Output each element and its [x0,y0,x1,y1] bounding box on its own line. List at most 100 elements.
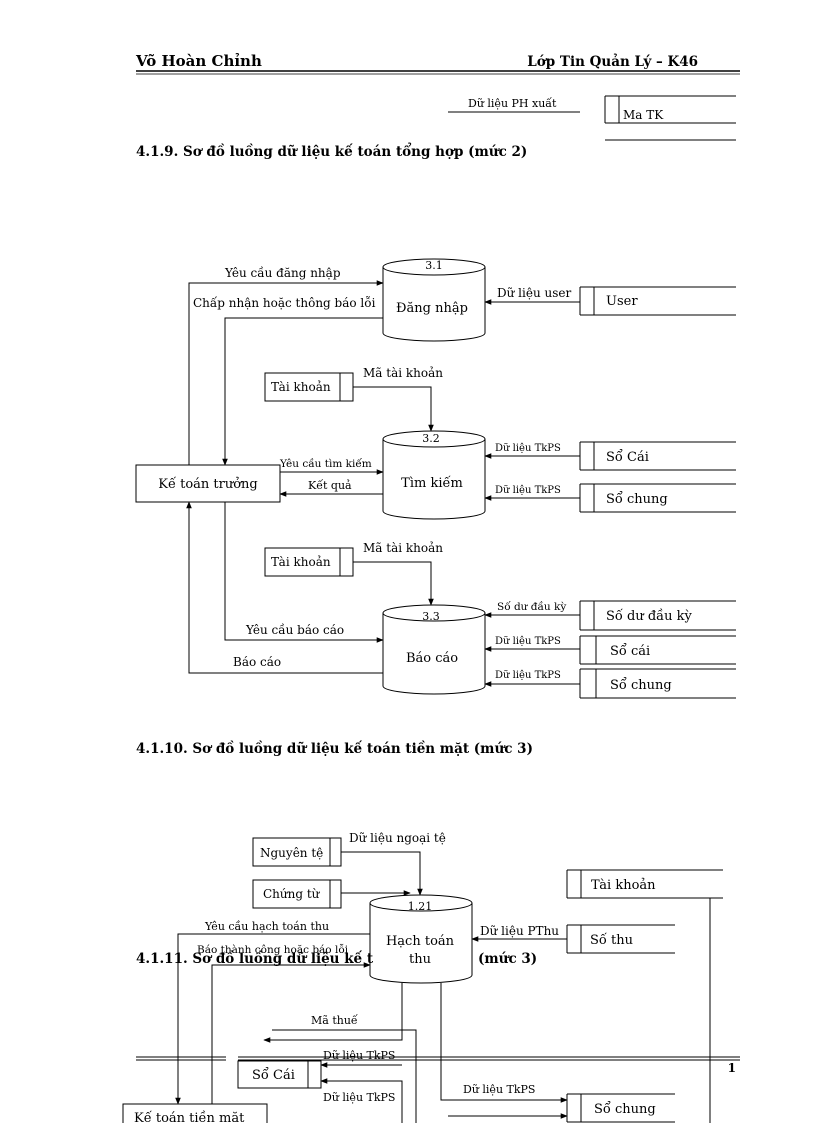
page-footer: 1 [136,1056,740,1075]
flow-dl-tkps-3: Dữ liệu TkPS [484,636,580,652]
store-so-chung-2: Sổ chung [579,668,736,699]
section-title-419: 4.1.9. Sơ đồ luồng dữ liệu kế toán tổng … [136,144,527,160]
svg-text:Chứng từ: Chứng từ [263,887,321,901]
store-so-cai-2: Sổ cái [579,635,736,665]
svg-text:Tìm kiếm: Tìm kiếm [401,475,463,491]
svg-text:Dữ liệu TkPS: Dữ liệu TkPS [323,1049,395,1062]
svg-text:Dữ liệu user: Dữ liệu user [497,286,571,300]
store-tai-khoan-right: Tài khoản [566,869,723,1123]
flow-dl-tkps-2: Dữ liệu TkPS [484,485,580,501]
flow-dl-tkps-cash-1: Dữ liệu TkPS [263,983,403,1068]
section-title-4111-a: 4.1.11. Sơ đồ luồng dữ liệu kế t [136,951,374,967]
store-so-cai-cash: Sổ Cái [237,1060,322,1089]
svg-text:Tài khoản: Tài khoản [271,555,331,569]
svg-text:Đăng nhập: Đăng nhập [396,301,468,316]
svg-text:Kế toán trưởng: Kế toán trưởng [158,476,257,492]
process-3-1-dang-nhap: 3.1 Đăng nhập [382,258,486,342]
flow-dl-user: Dữ liệu user [484,286,580,305]
svg-text:Sổ Cái: Sổ Cái [252,1067,295,1083]
svg-text:Nguyên tệ: Nguyên tệ [260,846,323,860]
svg-text:Kết quả: Kết quả [308,479,352,492]
store-user: User [579,286,736,316]
store-ma-tk: Ma TK [604,95,736,124]
svg-text:Chấp nhận hoặc thông báo lỗi: Chấp nhận hoặc thông báo lỗi [193,295,376,310]
flow-yc-hach-toan: Yêu cầu hạch toán thu [175,920,370,1105]
svg-text:Ma TK: Ma TK [623,108,664,122]
process-1-21-hach-toan-thu: 1.21 Hạch toán thu [369,894,473,984]
store-nguyen-te: Nguyên tệ [252,837,342,867]
svg-text:Sổ chung: Sổ chung [606,491,668,507]
store-so-cai: Sổ Cái [579,441,736,471]
process-3-2-tim-kiem: 3.2 Tìm kiếm [382,430,486,520]
svg-text:Tài khoản: Tài khoản [591,878,656,893]
svg-text:Dữ liệu TkPS: Dữ liệu TkPS [495,443,561,454]
svg-text:Dữ liệu TkPS: Dữ liệu TkPS [323,1091,395,1104]
flow-yc-dang-nhap: Yêu cầu đăng nhập [188,265,384,465]
svg-text:Dữ liệu PThu: Dữ liệu PThu [480,924,559,938]
svg-text:Số thu: Số thu [590,932,633,948]
flow-yc-bao-cao: Yêu cầu báo cáo [224,502,384,643]
section-title-4110: 4.1.10. Sơ đồ luồng dữ liệu kế toán tiền… [136,741,533,757]
svg-text:Báo thành công hoặc báo lỗi: Báo thành công hoặc báo lỗi [197,943,349,956]
svg-text:Mã tài khoản: Mã tài khoản [363,366,443,380]
svg-text:Số dư đầu kỳ: Số dư đầu kỳ [606,608,692,624]
flow-ma-tk-2: Mã tài khoản [353,541,443,606]
flow-bao-thanh-cong: Báo thành công hoặc báo lỗi [197,943,371,1104]
svg-text:Sổ chung: Sổ chung [610,677,672,693]
store-so-chung: Sổ chung [579,483,736,513]
svg-text:Báo cáo: Báo cáo [233,655,281,669]
svg-text:3.1: 3.1 [425,259,443,272]
svg-text:Mã thuế: Mã thuế [311,1014,358,1027]
store-so-thu: Số thu [566,924,675,954]
store-chung-tu: Chứng từ [252,879,342,909]
svg-text:Yêu cầu hạch toán thu: Yêu cầu hạch toán thu [204,920,329,933]
flow-yc-tim-kiem: Yêu cầu tìm kiếm [279,457,384,475]
svg-text:Hạch toán: Hạch toán [386,934,455,949]
flow-ket-qua: Kết quả [279,479,383,497]
svg-text:thu: thu [409,952,431,967]
flow-ma-thue: Mã thuế [272,1014,417,1123]
page-header: Võ Hoàn Chỉnh Lớp Tin Quản Lý – K46 [135,52,740,75]
flow-dl-tkps-cash-3: Dữ liệu TkPS [440,983,568,1103]
svg-text:3.3: 3.3 [422,610,440,623]
flow-dl-tkps-1: Dữ liệu TkPS [484,443,580,459]
svg-text:User: User [606,294,638,309]
svg-text:Mã tài khoản: Mã tài khoản [363,541,443,555]
header-class: Lớp Tin Quản Lý – K46 [527,54,698,70]
section-title-4111-b: (mức 3) [478,951,537,967]
store-tai-khoan-2: Tài khoản [264,547,354,577]
svg-text:Yêu cầu báo cáo: Yêu cầu báo cáo [245,622,344,637]
top-fragment: Dữ liệu PH xuất Ma TK [448,95,736,141]
flow-chap-nhan: Chấp nhận hoặc thông báo lỗi [193,295,383,466]
flow-ma-tk-1: Mã tài khoản [353,366,443,432]
process-3-3-bao-cao: 3.3 Báo cáo [382,604,486,695]
dfd-cash-accounting: Nguyên tệ Chứng từ 1.21 Hạch toán thu Tà… [122,831,723,1123]
store-so-du-dau-ky: Số dư đầu kỳ [579,600,736,631]
flow-dl-tkps-cash-2: Dữ liệu TkPS [320,1078,403,1123]
dfd-accounting-general: Kế toán trưởng 3.1 Đăng nhập 3.2 Tìm kiế… [135,258,736,699]
flow-dl-ngoai-te: Dữ liệu ngoại tệ [341,831,446,896]
flow-dl-ph-xuat: Dữ liệu PH xuất [468,97,557,110]
svg-text:Sổ Cái: Sổ Cái [606,449,649,465]
flow-so-du-dau-ky: Số dư đầu kỳ [484,600,580,618]
svg-text:Dữ liệu TkPS: Dữ liệu TkPS [495,636,561,647]
svg-text:Kế toán tiền mặt: Kế toán tiền mặt [134,1110,245,1123]
svg-text:Dữ liệu ngoại tệ: Dữ liệu ngoại tệ [349,831,446,845]
page-number: 1 [728,1061,736,1075]
flow-bao-cao: Báo cáo [186,501,383,674]
svg-text:3.2: 3.2 [422,432,440,445]
store-so-chung-cash: Sổ chung [566,1093,675,1123]
entity-ke-toan-tien-mat: Kế toán tiền mặt [122,1103,268,1123]
svg-text:Dữ liệu TkPS: Dữ liệu TkPS [495,670,561,681]
svg-text:Báo cáo: Báo cáo [406,651,458,666]
store-tai-khoan-1: Tài khoản [264,372,354,402]
svg-text:Dữ liệu TkPS: Dữ liệu TkPS [463,1083,535,1096]
header-author: Võ Hoàn Chỉnh [135,52,262,70]
svg-text:Sổ chung: Sổ chung [594,1101,656,1117]
svg-text:Sổ cái: Sổ cái [610,643,650,659]
svg-text:Tài khoản: Tài khoản [271,380,331,394]
svg-text:Yêu cầu tìm kiếm: Yêu cầu tìm kiếm [279,457,372,470]
flow-dl-tkps-4: Dữ liệu TkPS [484,670,580,687]
